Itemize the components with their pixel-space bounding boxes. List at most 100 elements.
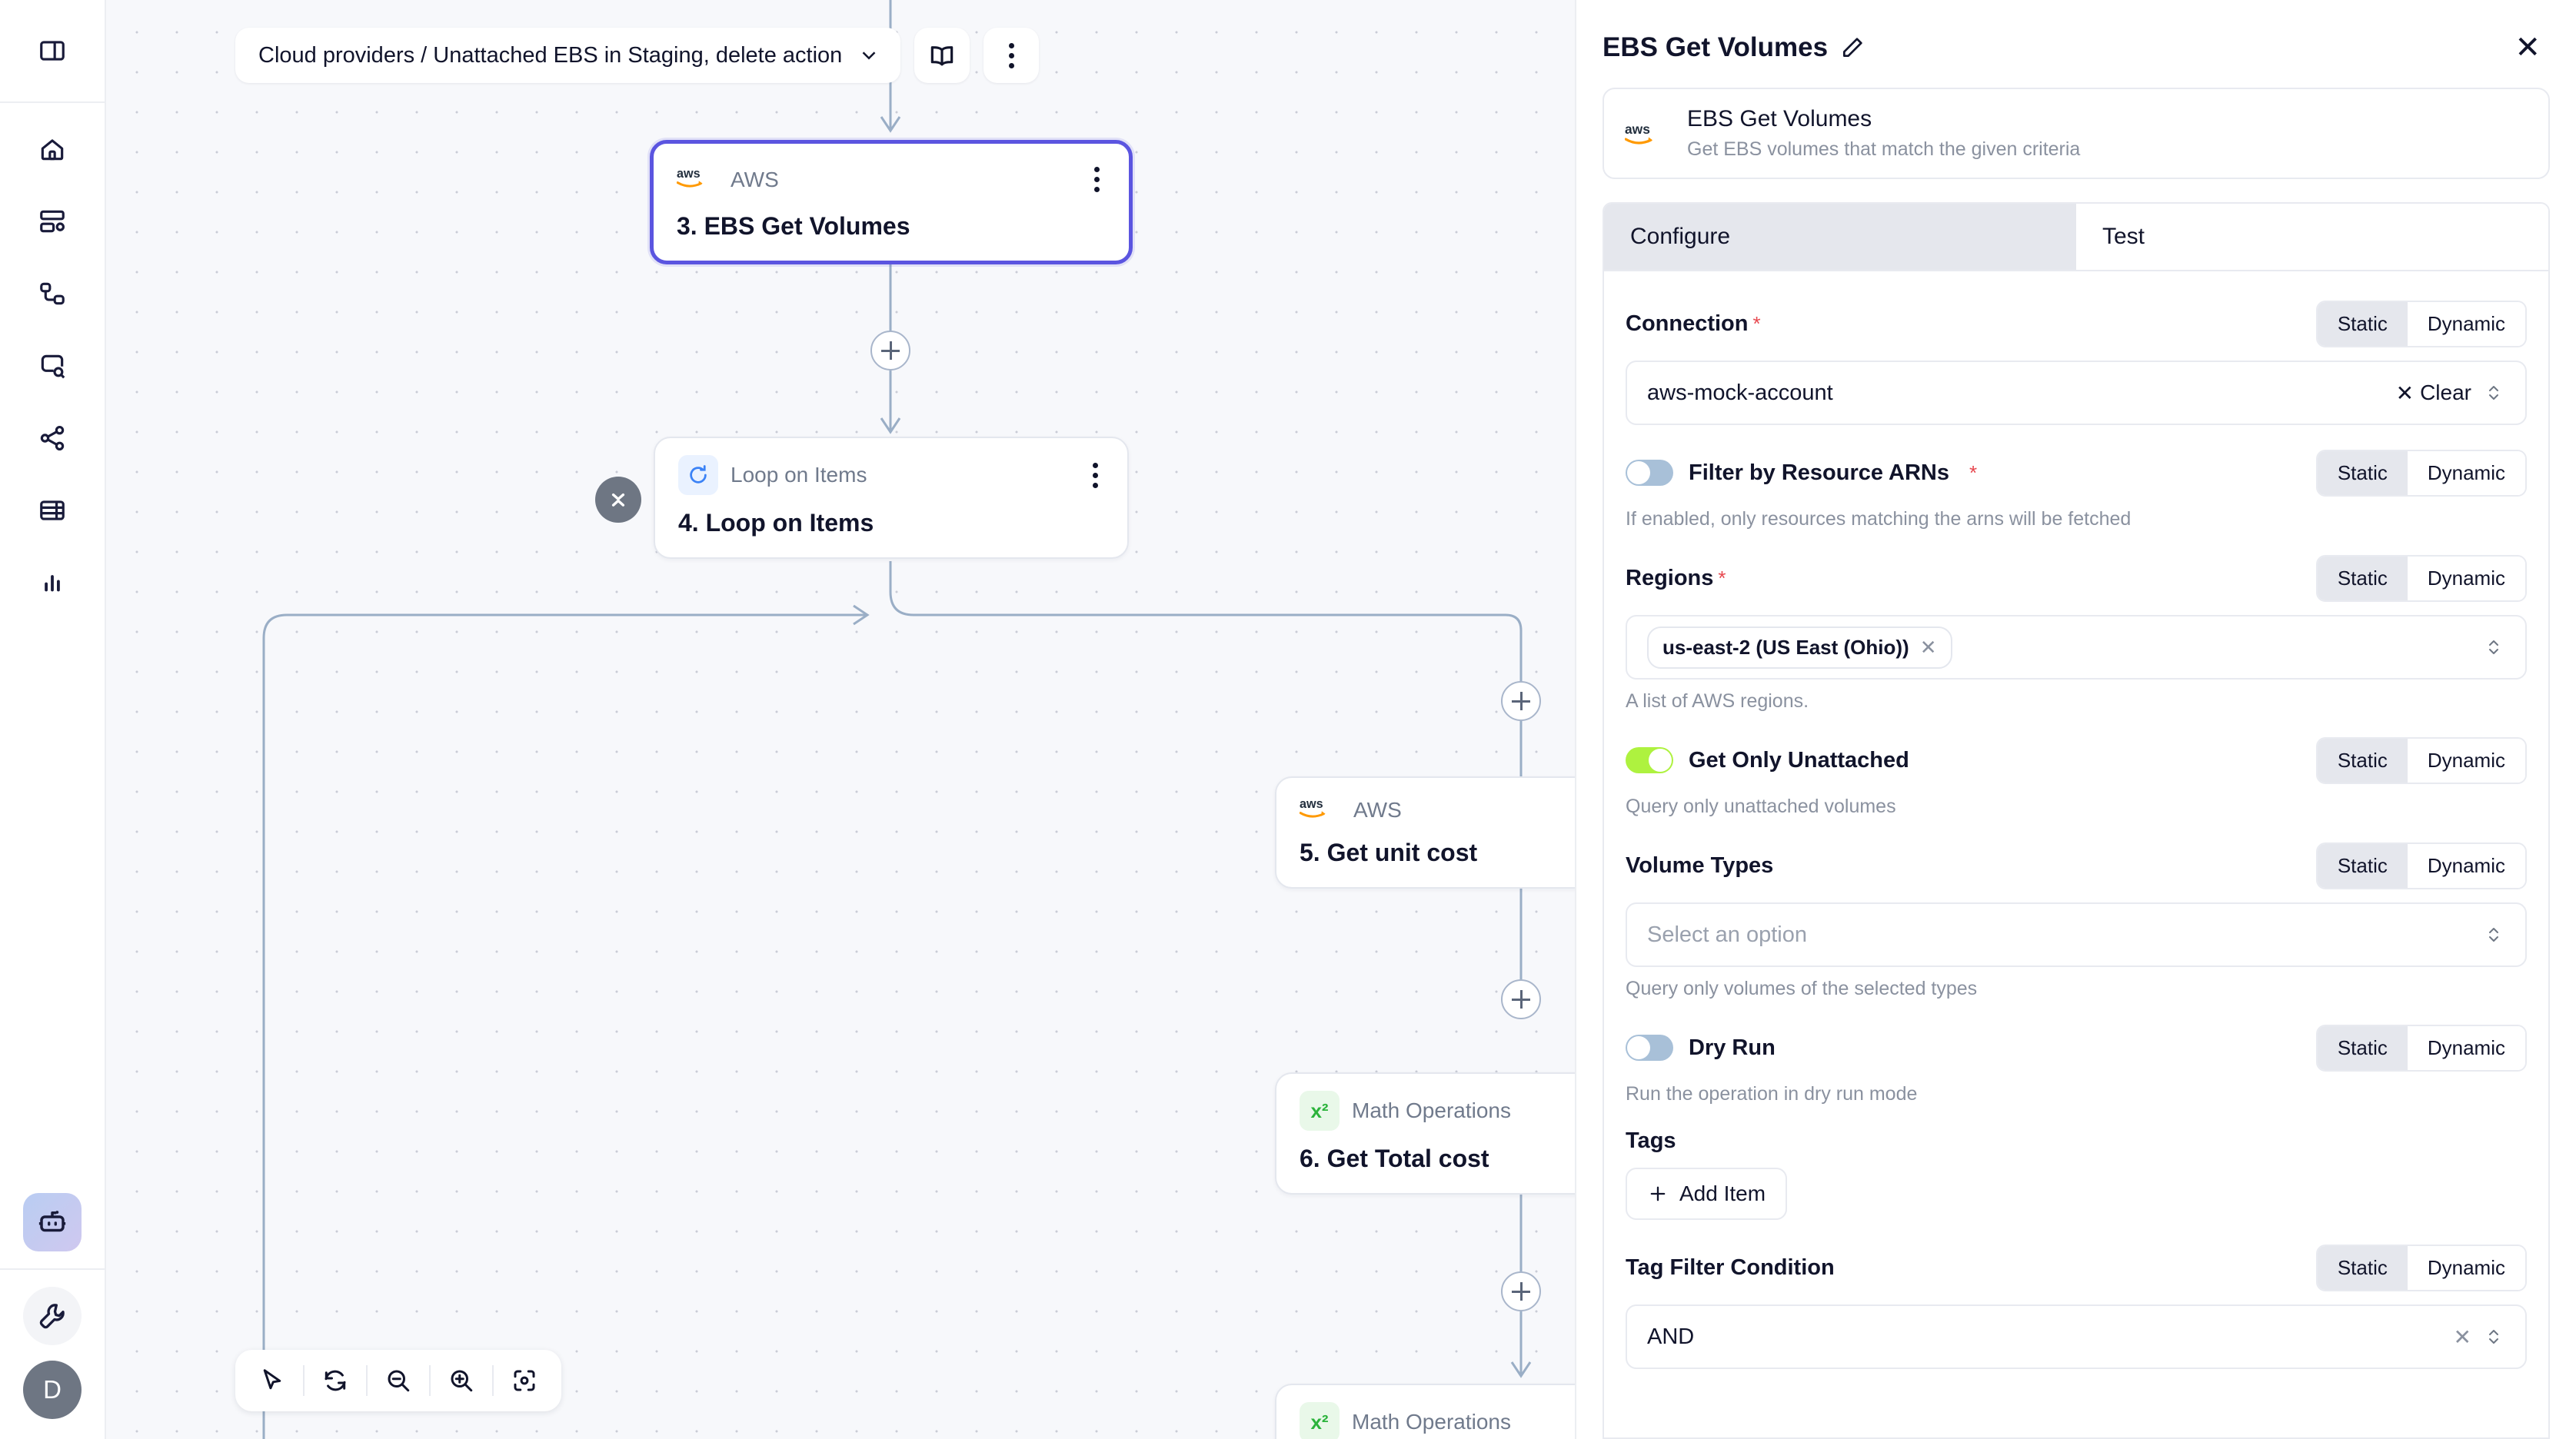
mode-static[interactable]: Static: [2317, 301, 2408, 346]
field-label-wrap: Connection*: [1626, 311, 1761, 337]
field-header: Filter by Resource ARNs* Static Dynamic: [1626, 448, 2527, 497]
mode-static[interactable]: Static: [2317, 843, 2408, 888]
clear-icon[interactable]: ✕: [2453, 1324, 2471, 1349]
panel-toggle-icon[interactable]: [25, 23, 80, 78]
mode-static[interactable]: Static: [2317, 1245, 2408, 1290]
node-card-description: Get EBS volumes that match the given cri…: [1687, 138, 2081, 160]
mode-dynamic[interactable]: Dynamic: [2407, 556, 2525, 600]
region-chip[interactable]: us-east-2 (US East (Ohio)) ✕: [1647, 626, 1952, 669]
chevron-updown-icon[interactable]: [2482, 923, 2505, 946]
toolbar-separator: [303, 1365, 305, 1396]
node-header: x² Math Operations: [1300, 1091, 1727, 1131]
get-only-unattached-toggle[interactable]: [1626, 747, 1673, 773]
bar-chart-icon[interactable]: [25, 555, 80, 610]
workflow-nodes-icon[interactable]: [25, 266, 80, 321]
chevron-updown-icon[interactable]: [2482, 1325, 2505, 1348]
toolbar-separator: [492, 1365, 494, 1396]
field-label: Regions: [1626, 565, 1714, 590]
field-header: Regions* Static Dynamic: [1626, 553, 2527, 603]
tag-filter-condition-value: AND: [1647, 1324, 1695, 1349]
panel-body[interactable]: Connection* Static Dynamic aws-mock-acco…: [1603, 271, 2550, 1439]
search-chat-icon[interactable]: [25, 338, 80, 394]
tag-filter-condition-select[interactable]: AND ✕: [1626, 1304, 2527, 1369]
chevron-updown-icon[interactable]: [2482, 381, 2505, 404]
field-header: Tag Filter Condition Static Dynamic: [1626, 1243, 2527, 1292]
mode-dynamic[interactable]: Dynamic: [2407, 301, 2525, 346]
connection-select[interactable]: aws-mock-account ✕ Clear: [1626, 361, 2527, 425]
tab-test[interactable]: Test: [2076, 204, 2548, 270]
mode-static[interactable]: Static: [2317, 1025, 2408, 1070]
loop-collapse-handle[interactable]: [595, 477, 641, 523]
node-type-label: Math Operations: [1352, 1410, 1511, 1434]
reset-view-icon[interactable]: [305, 1350, 366, 1411]
regions-multiselect[interactable]: us-east-2 (US East (Ohio)) ✕: [1626, 615, 2527, 680]
dry-run-toggle[interactable]: [1626, 1035, 1673, 1061]
field-label: Tag Filter Condition: [1626, 1255, 1835, 1280]
required-marker: *: [1718, 566, 1726, 590]
zoom-out-icon[interactable]: [368, 1350, 429, 1411]
panel-tabs: Configure Test: [1603, 202, 2550, 271]
tab-configure[interactable]: Configure: [1604, 204, 2076, 270]
node-type: aws AWS: [676, 165, 779, 194]
field-filter-by-resource-arns: Filter by Resource ARNs* Static Dynamic …: [1626, 448, 2527, 530]
remove-chip-icon[interactable]: ✕: [1919, 635, 1937, 659]
mode-dynamic[interactable]: Dynamic: [2407, 738, 2525, 783]
rail-nav-group: [25, 103, 80, 616]
node-loop-on-items[interactable]: Loop on Items 4. Loop on Items: [654, 437, 1129, 559]
canvas-toolbar: [235, 1350, 561, 1411]
share-network-icon[interactable]: [25, 410, 80, 466]
flow-breadcrumb-select[interactable]: Cloud providers / Unattached EBS in Stag…: [235, 28, 901, 83]
add-node-button[interactable]: [1501, 1271, 1541, 1311]
add-node-button[interactable]: [1501, 979, 1541, 1019]
avatar[interactable]: D: [23, 1361, 82, 1419]
mode-dynamic[interactable]: Dynamic: [2407, 1025, 2525, 1070]
mode-static[interactable]: Static: [2317, 738, 2408, 783]
node-kebab-icon[interactable]: [1087, 457, 1104, 494]
wrench-icon[interactable]: [23, 1287, 82, 1345]
toggle-knob: [1649, 749, 1672, 772]
table-icon[interactable]: [25, 483, 80, 538]
add-item-button[interactable]: Add Item: [1626, 1168, 1788, 1220]
svg-text:aws: aws: [1300, 797, 1323, 811]
book-icon[interactable]: [914, 28, 970, 83]
clear-button[interactable]: ✕ Clear: [2396, 381, 2471, 406]
robot-icon[interactable]: [23, 1193, 82, 1251]
left-rail: D: [0, 0, 106, 1439]
home-icon[interactable]: [25, 121, 80, 177]
mode-dynamic[interactable]: Dynamic: [2407, 450, 2525, 495]
mode-static[interactable]: Static: [2317, 556, 2408, 600]
mode-toggle-regions: Static Dynamic: [2315, 554, 2527, 602]
add-node-button[interactable]: [870, 331, 910, 371]
close-icon[interactable]: ✕: [2514, 31, 2541, 65]
math-glyph: x²: [1310, 1410, 1329, 1434]
workflow-canvas[interactable]: Cloud providers / Unattached EBS in Stag…: [106, 0, 2576, 1439]
add-item-label: Add Item: [1679, 1181, 1766, 1205]
zoom-in-icon[interactable]: [431, 1350, 492, 1411]
x-squared-icon: x²: [1300, 1402, 1340, 1439]
mode-toggle-volume-types: Static Dynamic: [2315, 842, 2527, 889]
node-title: 6. Get Total cost: [1300, 1145, 1489, 1172]
pencil-icon[interactable]: [1840, 35, 1865, 60]
mode-dynamic[interactable]: Dynamic: [2407, 1245, 2525, 1290]
chevron-updown-icon[interactable]: [2482, 636, 2505, 659]
pointer-tool-icon[interactable]: [241, 1350, 303, 1411]
kebab-menu-icon[interactable]: [983, 28, 1040, 83]
close-icon: ✕: [2395, 381, 2415, 405]
fit-to-screen-icon[interactable]: [494, 1350, 555, 1411]
toggle-knob: [1627, 461, 1650, 484]
toolbar-separator: [429, 1365, 431, 1396]
mode-dynamic[interactable]: Dynamic: [2407, 843, 2525, 888]
dashboard-settings-icon[interactable]: [25, 194, 80, 249]
volume-types-select[interactable]: Select an option: [1626, 902, 2527, 967]
node-type: x² Math Operations: [1300, 1091, 1511, 1131]
field-tags: Tags Add Item: [1626, 1128, 2527, 1220]
toggle-row: Filter by Resource ARNs*: [1626, 460, 1977, 486]
mode-toggle-filter-arns: Static Dynamic: [2315, 449, 2527, 497]
node-type: aws AWS: [1299, 795, 1402, 825]
node-ebs-get-volumes[interactable]: aws AWS 3. EBS Get Volumes: [650, 140, 1133, 264]
node-kebab-icon[interactable]: [1088, 161, 1106, 198]
node-header: x² Math Operations: [1300, 1402, 1727, 1439]
mode-static[interactable]: Static: [2317, 450, 2408, 495]
filter-arns-toggle[interactable]: [1626, 460, 1673, 486]
add-node-button[interactable]: [1501, 681, 1541, 721]
